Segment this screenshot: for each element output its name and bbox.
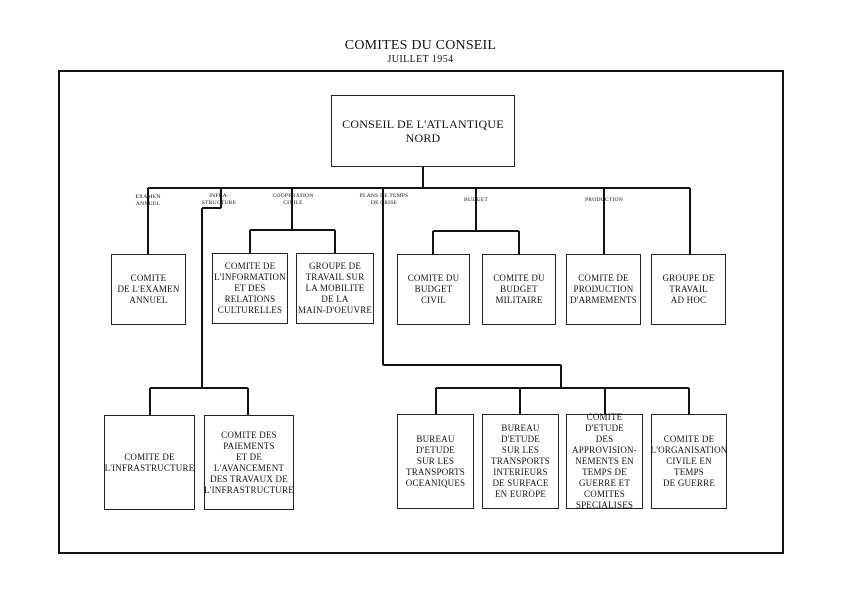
box-examen-annuel: COMITE DE L'EXAMEN ANNUEL [111,254,186,325]
branch-label-examen: EXAMEN ANNUEL [135,194,161,207]
branch-label-production: PRODUCTION [584,197,624,203]
box-paiements-avancement: COMITE DES PAIEMENTS ET DE L'AVANCEMENT … [204,415,294,510]
box-budget-militaire: COMITE DU BUDGET MILITAIRE [482,254,556,325]
box-mobilite-main-oeuvre: GROUPE DE TRAVAIL SUR LA MOBILITE DE LA … [296,253,374,324]
branch-label-infrastructure: INFRA- STRUCTURE [201,193,237,206]
box-information-relations: COMITE DE L'INFORMATION ET DES RELATIONS… [212,253,288,324]
branch-label-cooperation: COOPERATION CIVILE [272,193,314,206]
box-production-armements: COMITE DE PRODUCTION D'ARMEMENTS [566,254,641,325]
branch-label-budget: BUDGET [464,197,488,203]
branch-label-plans: PLANS DE TEMPS DE CRISE [359,193,409,206]
box-approvisionnements: COMITE D'ETUDE DES APPROVISION- NEMENTS … [566,412,643,510]
chart-title: COMITES DU CONSEIL [344,38,497,53]
box-transports-oceaniques: BUREAU D'ETUDE SUR LES TRANSPORTS OCEANI… [397,414,474,509]
box-organisation-civile: COMITE DE L'ORGANISATION CIVILE EN TEMPS… [651,414,727,509]
chart-subtitle: JUILLET 1954 [387,54,454,65]
diagram-frame [58,70,784,554]
root-box: CONSEIL DE L'ATLANTIQUE NORD [331,95,515,167]
box-budget-civil: COMITE DU BUDGET CIVIL [397,254,470,325]
box-transports-interieurs: BUREAU D'ETUDE SUR LES TRANSPORTS INTERI… [482,414,559,509]
box-groupe-ad-hoc: GROUPE DE TRAVAIL AD HOC [651,254,726,325]
box-infrastructure: COMITE DE L'INFRASTRUCTURE [104,415,195,510]
